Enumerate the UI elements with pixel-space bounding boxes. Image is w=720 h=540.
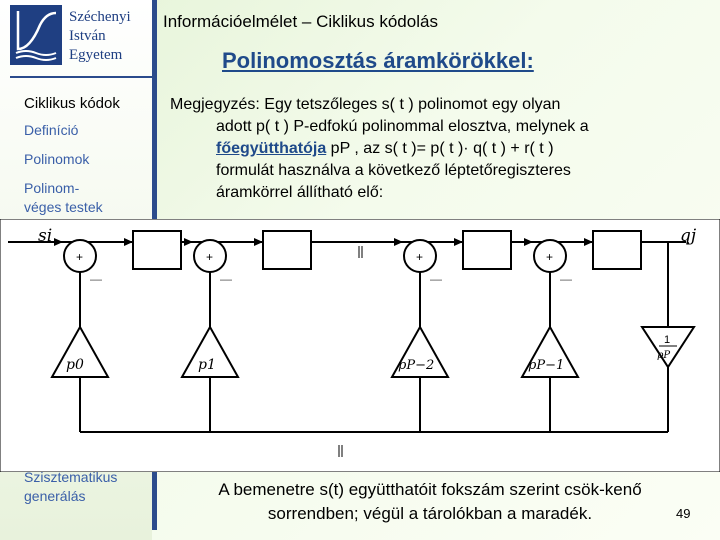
note-line-3-rest: pP , az s( t )= p( t )· q( t ) + r( t ) — [330, 140, 554, 157]
minus-sign-3: — — [430, 272, 442, 286]
output-label: qj — [680, 226, 697, 246]
plus-sign-3: + — [416, 250, 423, 264]
logo-line-1: Széchenyi — [69, 9, 131, 25]
register-1 — [132, 230, 182, 270]
note-line-3: főegyütthatója pP , az s( t )= p( t )· q… — [170, 138, 710, 160]
sidebar-item-polinom-line2[interactable]: véges testek — [24, 199, 103, 215]
divider-pP — [640, 326, 696, 369]
sidebar-item-polinom-line1[interactable]: Polinom- — [24, 180, 80, 196]
multiplier-label-pP-2: pP−2 — [398, 358, 434, 373]
minus-sign-2: — — [220, 272, 232, 286]
logo-line-2: István — [69, 28, 106, 44]
logo-emblem-icon — [15, 11, 57, 61]
sidebar-heading: Ciklikus kódok — [24, 95, 120, 112]
circuit-svg: si qj + + + + — — — — p0 p1 pP−2 pP−1 1 … — [0, 218, 720, 473]
caption-line-1: A bemenetre s(t) együtthatóit fokszám sz… — [218, 480, 642, 499]
caption: A bemenetre s(t) együtthatóit fokszám sz… — [170, 478, 690, 526]
note-text: Megjegyzés: Egy tetszőleges s( t ) polin… — [170, 94, 710, 204]
header-title: Információelmélet – Ciklikus kódolás — [163, 12, 438, 31]
plus-sign-1: + — [76, 250, 83, 264]
multiplier-pP-2 — [390, 324, 450, 378]
shift-register-diagram: si qj + + + + — — — — p0 p1 pP−2 pP−1 1 … — [0, 218, 720, 473]
slide-heading: Polinomosztás áramkörökkel: — [222, 48, 534, 73]
input-label: si — [38, 226, 52, 246]
divider-numerator: 1 — [664, 334, 670, 346]
minus-sign-1: — — [90, 272, 102, 286]
multiplier-label-p0: p0 — [66, 357, 84, 373]
page-number: 49 — [676, 506, 691, 521]
note-line-5: áramkörrel állítható elő: — [216, 184, 384, 201]
sidebar-item-definicio[interactable]: Definíció — [24, 122, 79, 138]
logo-underline — [10, 76, 152, 78]
caption-line-2: sorrendben; végül a tárolókban a maradék… — [267, 504, 593, 523]
logo-line-3: Egyetem — [69, 47, 123, 63]
register-2 — [262, 230, 312, 270]
note-line-1: Megjegyzés: Egy tetszőleges s( t ) polin… — [170, 96, 561, 113]
multiplier-label-p1: p1 — [198, 357, 216, 373]
plus-sign-2: + — [206, 250, 213, 264]
sidebar-item-szisztematikus[interactable]: Szisztematikus — [24, 469, 118, 485]
university-logo — [10, 5, 62, 65]
multiplier-label-pP-1: pP−1 — [528, 358, 564, 373]
minus-sign-4: — — [560, 272, 572, 286]
logo-text: Széchenyi István Egyetem — [69, 8, 131, 65]
multiplier-pP-1 — [520, 324, 580, 378]
register-4 — [592, 230, 642, 270]
register-3 — [462, 230, 512, 270]
divider-denominator: pP — [657, 350, 670, 361]
sidebar-item-generalas[interactable]: generálás — [24, 488, 86, 504]
note-line-4: formulát használva a következő léptetőre… — [216, 162, 571, 179]
note-line-2: adott p( t ) P-edfokú polinommal elosztv… — [216, 118, 589, 135]
multiplier-p1 — [180, 324, 240, 378]
sidebar-item-polinomok[interactable]: Polinomok — [24, 151, 90, 167]
note-highlight: főegyütthatója — [216, 140, 327, 157]
plus-sign-4: + — [546, 250, 553, 264]
multiplier-p0 — [50, 324, 110, 378]
